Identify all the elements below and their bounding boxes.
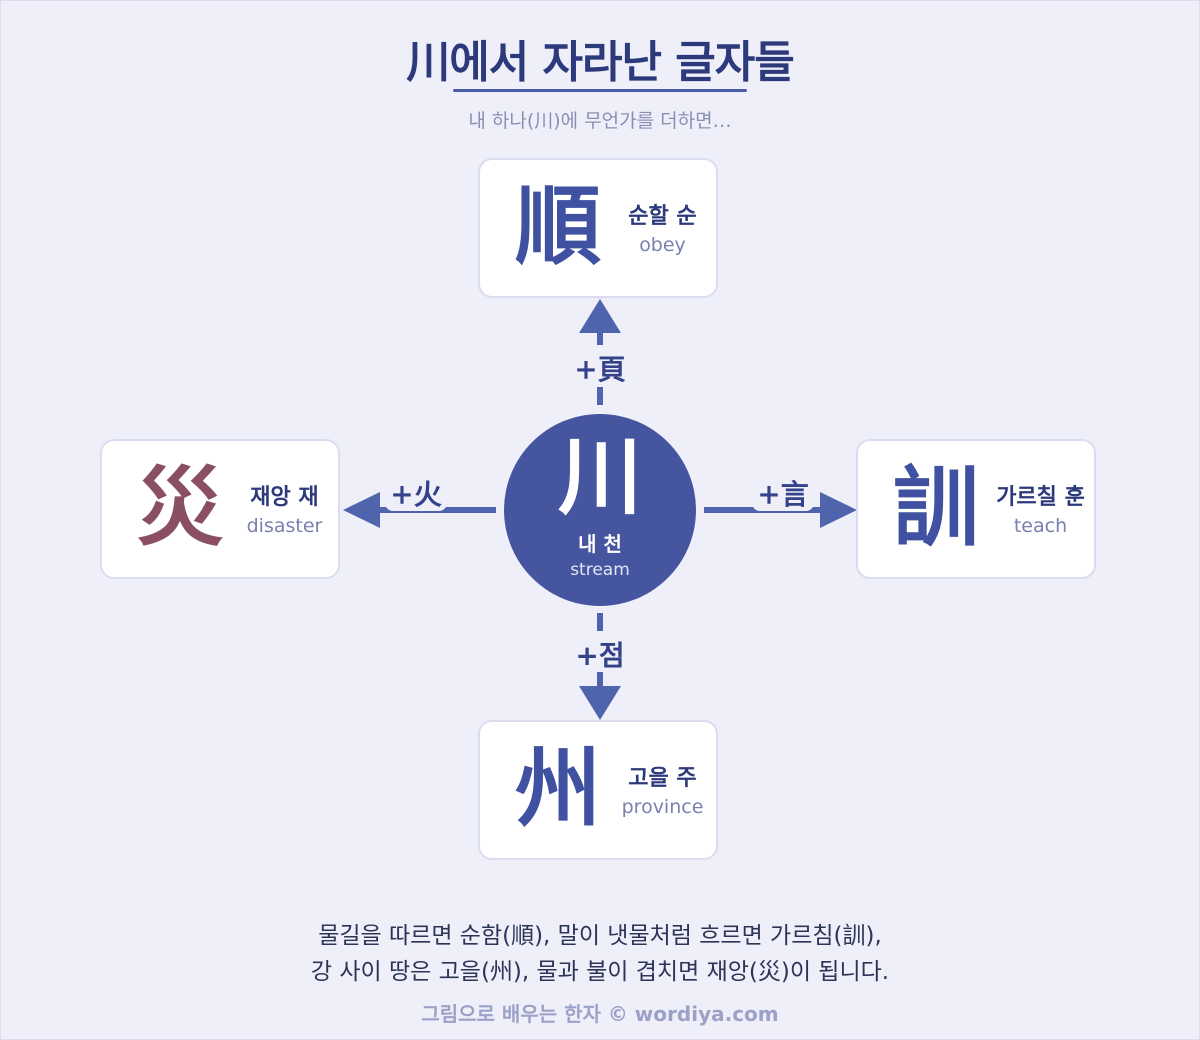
page-title: 川에서 자라난 글자들 xyxy=(406,37,794,88)
center-hanja: 川 xyxy=(557,427,642,526)
operator-right: +言 xyxy=(747,473,819,513)
card-left-hanja: 災 xyxy=(137,457,223,558)
caption-line-1: 물길을 따르면 순함(順), 말이 냇물처럼 흐르면 가르침(訓), xyxy=(318,923,882,949)
center-english: stream xyxy=(570,560,630,580)
operator-up: +頁 xyxy=(560,348,640,388)
arrow-left-head xyxy=(343,492,380,528)
card-bottom: 州 고을 주 province xyxy=(478,720,718,860)
card-left-english: disaster xyxy=(246,515,323,537)
op-backdrop-left xyxy=(385,471,447,511)
arrow-right-head xyxy=(820,492,857,528)
card-top: 順 순할 순 obey xyxy=(478,158,718,298)
card-right-korean: 가르칠 훈 xyxy=(996,485,1085,510)
arrow-down-head xyxy=(579,686,621,720)
card-right-english: teach xyxy=(1013,515,1068,537)
op-backdrop-right xyxy=(752,471,814,511)
operator-up-label: +頁 xyxy=(574,353,626,386)
title-underline xyxy=(453,89,747,92)
operator-down: +점 xyxy=(560,634,640,674)
card-top-english: obey xyxy=(639,234,686,256)
caption-line-2: 강 사이 땅은 고을(州), 물과 불이 겹치면 재앙(災)이 됩니다. xyxy=(310,959,890,985)
op-backdrop-down xyxy=(565,632,635,672)
card-bottom-english: province xyxy=(621,796,704,818)
card-bottom-hanja: 州 xyxy=(515,738,601,839)
operator-right-label: +言 xyxy=(757,478,809,511)
card-left-korean: 재앙 재 xyxy=(250,485,319,510)
footer-credit: 그림으로 배우는 한자 © wordiya.com xyxy=(421,1002,779,1026)
operator-down-label: +점 xyxy=(575,639,625,672)
operator-left-label: +火 xyxy=(390,478,442,511)
arrow-up-head xyxy=(579,299,621,333)
center-korean: 내 천 xyxy=(578,532,622,556)
card-bottom-korean: 고을 주 xyxy=(628,766,697,791)
operator-left: +火 xyxy=(380,473,452,513)
card-right: 訓 가르칠 훈 teach xyxy=(856,439,1096,579)
card-left: 災 재앙 재 disaster xyxy=(100,439,340,579)
op-backdrop-up xyxy=(565,345,635,385)
card-right-hanja: 訓 xyxy=(893,457,979,558)
center-node: 川 내 천 stream xyxy=(504,414,696,606)
card-top-hanja: 順 xyxy=(515,176,601,277)
card-top-korean: 순할 순 xyxy=(628,204,697,229)
page-subtitle: 내 하나(川)에 무언가를 더하면… xyxy=(468,110,732,132)
